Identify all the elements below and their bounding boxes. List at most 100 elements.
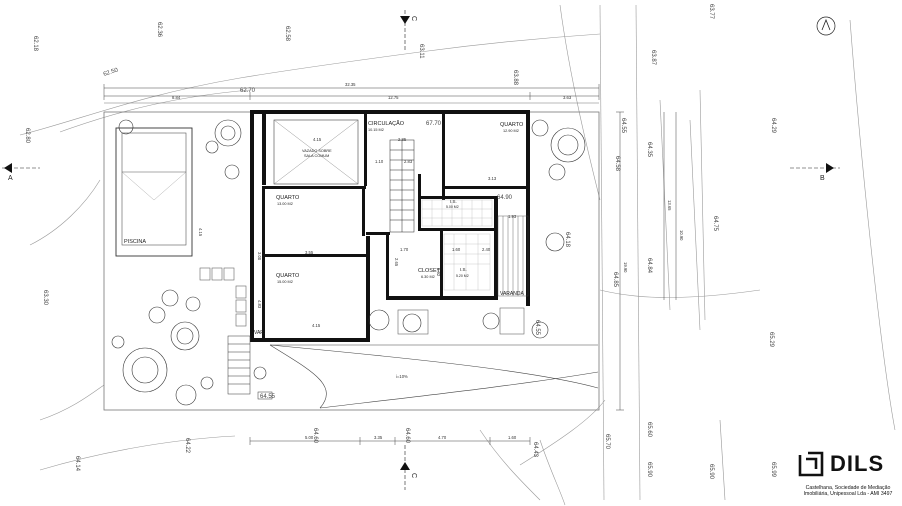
section-a-label: A — [8, 175, 13, 182]
level-label: 64.75 — [712, 216, 718, 232]
dim-east: 3.63 — [563, 95, 572, 100]
level-label: 65.90 — [708, 464, 714, 480]
dim-q1-w: 3.55 — [305, 250, 314, 255]
dim-void-w: 4.15 — [313, 137, 322, 142]
logo-wordmark: DILS — [830, 451, 885, 476]
level-label: 64.29 — [770, 118, 776, 134]
pool-dim: 4.15 — [198, 228, 203, 237]
dim-bottom-3: 4.70 — [438, 435, 447, 440]
level-label: 64.35 — [646, 142, 652, 158]
right-dimension-lines — [616, 111, 677, 411]
level-label: 64.55 — [260, 394, 276, 400]
wc-1-area: 5.00 M2 — [446, 205, 459, 209]
level-label: 63.11 — [418, 44, 424, 59]
pool — [115, 127, 193, 257]
bedroom-ne-label: QUARTO — [500, 122, 524, 128]
section-c-top-label: C — [410, 16, 417, 21]
circulation-area: 10.15 M2 — [368, 128, 384, 132]
level-label: 62.70 — [240, 88, 256, 94]
dils-logo-icon — [798, 451, 824, 477]
closet-label: CLOSET — [418, 268, 441, 274]
dim-closet-h: 2.65 — [394, 258, 399, 267]
wc-2-area: 5.20 M2 — [456, 274, 469, 278]
dim-circ-1: 2.85 — [398, 137, 407, 142]
dim-right-total: 19.90 — [623, 262, 628, 273]
dim-circ-2: 1.10 — [375, 159, 384, 164]
void-over-living — [273, 119, 359, 185]
driveway-ramp — [269, 344, 599, 409]
void-label-2: SALA COMUM — [304, 154, 329, 158]
top-dimension-chain — [103, 84, 600, 100]
logo-caption-line-2: Imobiliária, Unipessoal Lda - AMI 3497 — [803, 491, 893, 497]
level-label: 65.60 — [646, 422, 652, 438]
section-marker-c-bottom — [400, 445, 410, 490]
plot-boundary — [103, 111, 600, 411]
exterior-stairs — [227, 335, 251, 395]
circulation-label: CIRCULAÇÃO — [368, 120, 405, 127]
level-label: 64.55 — [620, 118, 626, 134]
dim-is2-w: 1.60 — [452, 247, 461, 252]
dim-bottom-2: 3.35 — [374, 435, 383, 440]
dim-west: 8.84 — [172, 95, 181, 100]
level-label: 63.30 — [42, 290, 48, 306]
dim-closet: 1.70 — [400, 247, 409, 252]
bedroom-2-area: 15.00 M2 — [277, 280, 293, 284]
logo-caption-line-1: Castelhana, Sociedade de Mediação — [805, 485, 891, 491]
terrain-lines — [19, 4, 896, 506]
dim-total-width: 32.35 — [345, 82, 356, 87]
level-label: 64.43 — [532, 442, 538, 458]
company-logo: DILS Castelhana, Sociedade de Mediação I… — [796, 451, 896, 501]
dim-right-3: 10.90 — [679, 230, 684, 241]
level-label: 65.29 — [768, 332, 774, 348]
section-marker-a — [2, 163, 40, 173]
level-label: 64.90 — [497, 195, 513, 201]
dim-is-w: 1.93 — [508, 214, 517, 219]
level-label: 64.60 — [312, 428, 318, 444]
section-marker-c-top — [400, 10, 410, 50]
level-label: 64.14 — [74, 456, 80, 472]
dim-extra: 2.40 — [482, 247, 491, 252]
dim-is2-h: 1.92 — [436, 268, 441, 277]
bathroom-tiles — [421, 199, 493, 291]
balcony-label: VARANDA — [500, 291, 524, 297]
north-arrow-icon — [816, 16, 836, 36]
bedroom-2-label: QUARTO — [276, 273, 300, 279]
bottom-dimension-chain — [249, 437, 531, 445]
level-label: 65.90 — [646, 462, 652, 478]
dim-right-2: 13.65 — [667, 200, 672, 211]
small-balcony-label: VAR. — [254, 330, 265, 336]
level-label: 64.60 — [404, 428, 410, 444]
balcony-deck — [497, 215, 529, 297]
dim-circ-3: 2.83 — [404, 159, 413, 164]
level-label: 62.36 — [156, 22, 162, 38]
level-label: 64.22 — [184, 438, 190, 454]
dim-q2-w: 4.15 — [312, 323, 321, 328]
level-label: 62.50 — [103, 67, 120, 78]
level-label: 62.18 — [32, 36, 38, 52]
garden-pavers — [199, 267, 525, 335]
dim-q1-h: 3.00 — [257, 252, 262, 261]
level-label: 63.88 — [512, 70, 518, 86]
staircase — [389, 139, 415, 233]
level-label: 64.58 — [614, 156, 620, 172]
dim-ne-w: 3.13 — [488, 176, 497, 181]
dim-q2-h: 4.83 — [257, 300, 262, 309]
level-label: 63.77 — [708, 4, 714, 20]
void-label: VAZADO SOBRE — [302, 149, 332, 153]
bedroom-1-area: 13.00 M2 — [277, 202, 293, 206]
pool-label: PISCINA — [124, 239, 146, 245]
trees — [111, 119, 586, 406]
level-label: 62.58 — [284, 26, 290, 42]
level-label: 62.80 — [24, 128, 30, 144]
level-label: 65.70 — [604, 434, 610, 450]
level-label: 64.84 — [646, 258, 652, 274]
level-label: 65.99 — [770, 462, 776, 478]
section-b-label: B — [820, 175, 825, 182]
dim-house: 12.75 — [388, 95, 399, 100]
dim-bottom-1: 5.00 — [305, 435, 314, 440]
slope-label: i=10% — [396, 374, 408, 379]
bedroom-1-label: QUARTO — [276, 195, 300, 201]
level-label: 67.70 — [426, 121, 442, 127]
house-walls — [250, 110, 530, 342]
